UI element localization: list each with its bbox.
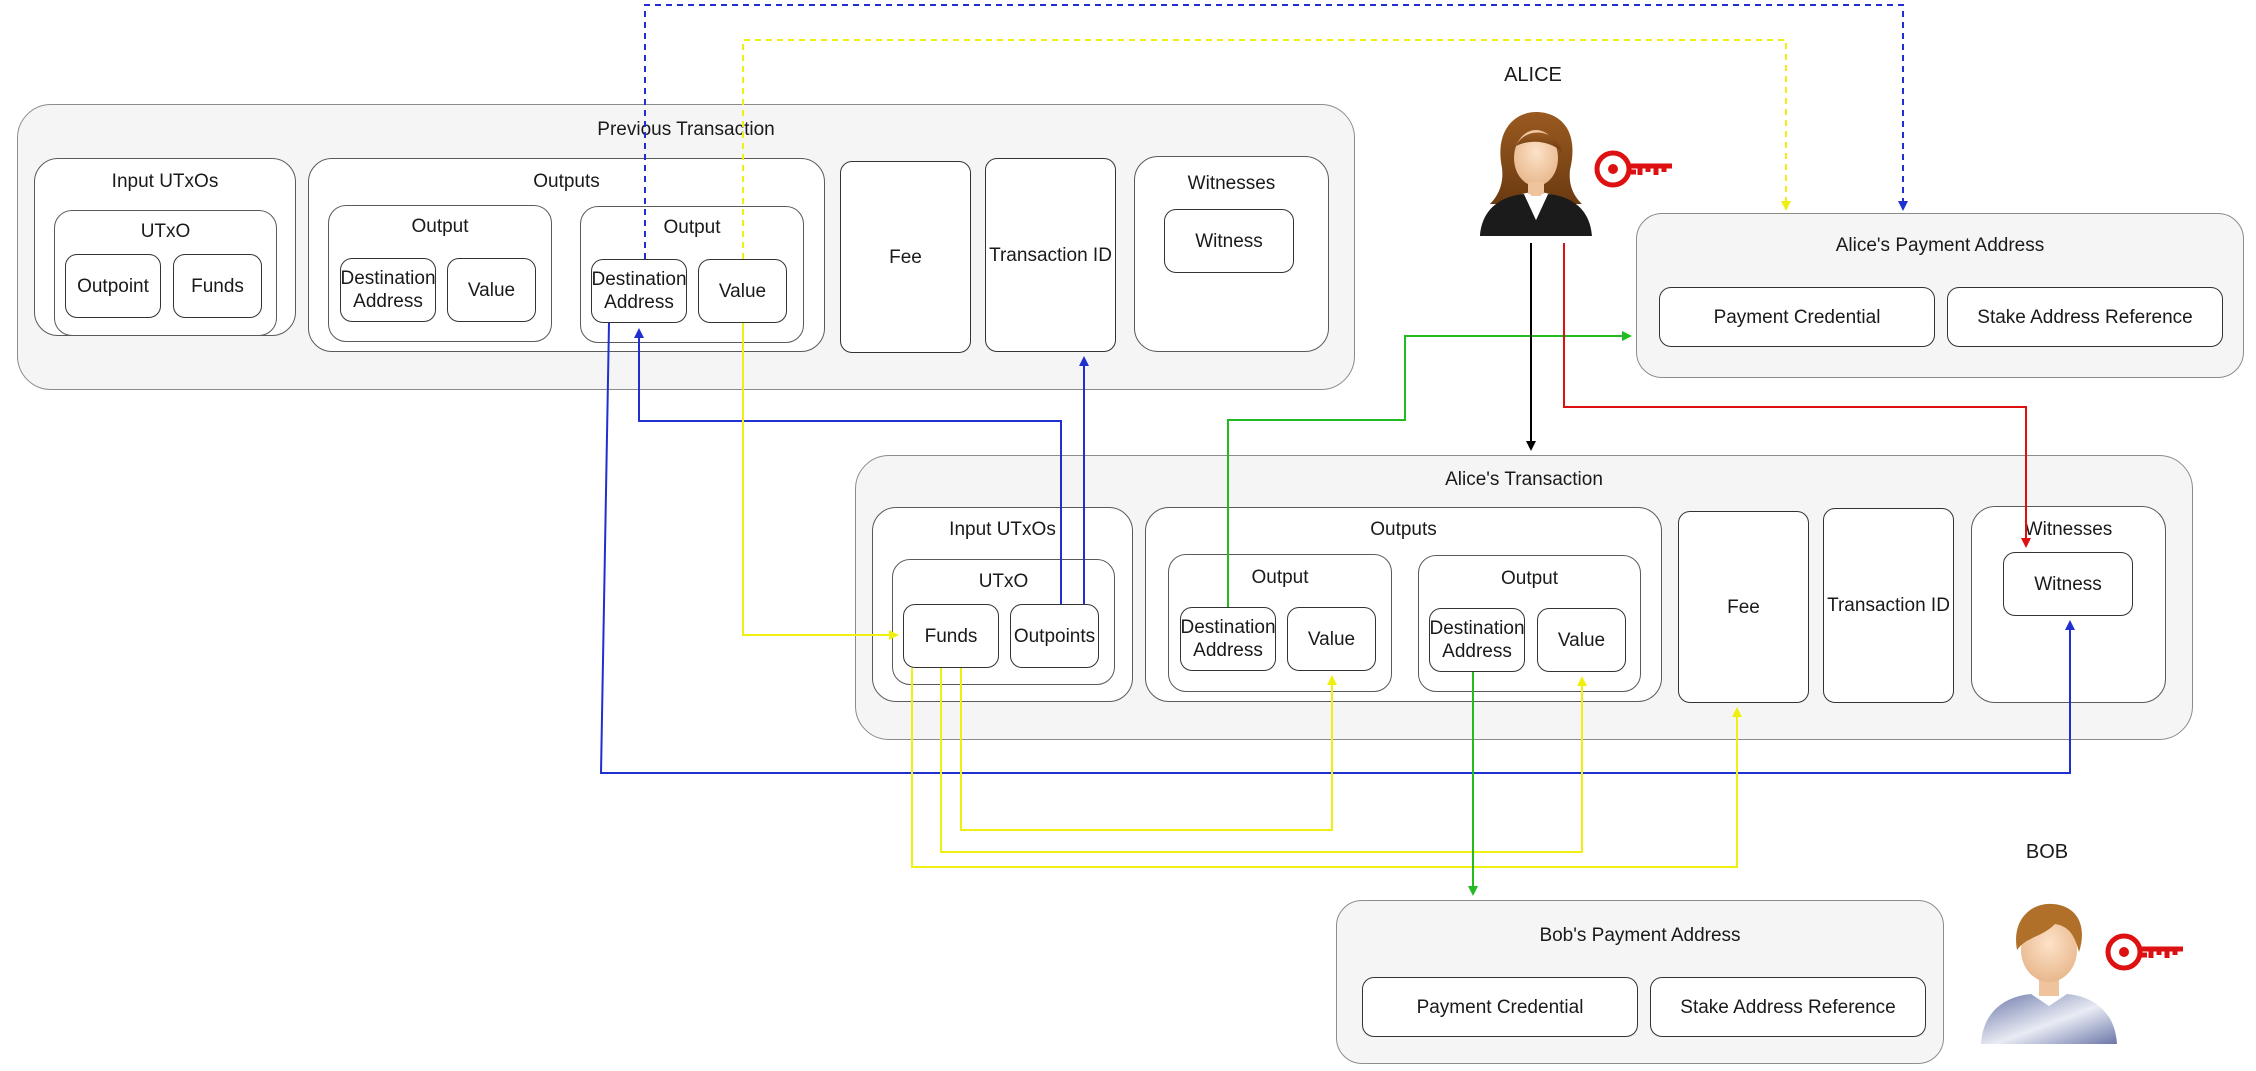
connector-blue-outpoint-destination xyxy=(634,328,1062,604)
alice-witnesses-title: Witnesses xyxy=(2024,519,2113,540)
prev-output-2-value: Value xyxy=(698,259,787,323)
alice-output-1-title: Output xyxy=(1251,567,1309,588)
connector-yellow-funds-value2 xyxy=(940,668,1587,853)
prev-transaction-id: Transaction ID xyxy=(985,158,1116,352)
bob-label: BOB xyxy=(2025,841,2069,863)
alice-utxo-title: UTxO xyxy=(978,571,1029,592)
prev-output-1-value: Value xyxy=(447,258,536,322)
alice-payment-address-title: Alice's Payment Address xyxy=(1835,235,2045,256)
alice-label: ALICE xyxy=(1504,64,1562,86)
alice-payment-credential: Payment Credential xyxy=(1659,287,1935,347)
prev-witnesses-title: Witnesses xyxy=(1187,173,1276,194)
alice-fee: Fee xyxy=(1678,511,1809,703)
alice-payment-address: Alice's Payment Address xyxy=(1636,213,2244,378)
person-female-icon xyxy=(1480,112,1592,236)
prev-fee: Fee xyxy=(840,161,971,353)
prev-output-2-destination: Destination Address xyxy=(591,259,687,323)
bob-private-key-icon xyxy=(2105,933,2183,971)
connector-yellow-value-funds xyxy=(742,323,899,640)
prev-funds: Funds xyxy=(173,254,262,318)
alice-stake-address-reference: Stake Address Reference xyxy=(1947,287,2223,347)
alice-private-key-icon xyxy=(1594,150,1672,188)
alice-input-utxos-title: Input UTxOs xyxy=(949,519,1056,540)
connector-yellow-funds-fee xyxy=(911,668,1742,868)
prev-output-1-destination: Destination Address xyxy=(340,258,436,322)
connector-blue-witness xyxy=(599,322,2075,774)
bob-payment-credential: Payment Credential xyxy=(1362,977,1638,1037)
prev-utxo-title: UTxO xyxy=(140,221,191,242)
alice-outpoints: Outpoints xyxy=(1010,604,1099,668)
bob-payment-address-title: Bob's Payment Address xyxy=(1539,925,1741,946)
prev-witness: Witness xyxy=(1164,209,1294,273)
prev-outpoint: Outpoint xyxy=(65,254,161,318)
previous-transaction-title: Previous Transaction xyxy=(597,119,775,140)
alice-output-1-destination: Destination Address xyxy=(1180,607,1276,671)
prev-output-1-title: Output xyxy=(411,216,469,237)
prev-output-2-title: Output xyxy=(663,217,721,238)
alice-output-2-title: Output xyxy=(1500,568,1559,589)
connector-dashed-blue xyxy=(644,4,1908,259)
alice-transaction-title: Alice's Transaction xyxy=(1445,469,1603,490)
connector-yellow-funds-value1 xyxy=(960,668,1337,831)
alice-output-2-destination: Destination Address xyxy=(1429,608,1525,672)
connector-dashed-yellow xyxy=(742,39,1791,259)
alice-witness: Witness xyxy=(2003,552,2133,616)
alice-output-1-value: Value xyxy=(1287,607,1376,671)
alice-transaction-id: Transaction ID xyxy=(1823,508,1954,703)
alice-funds: Funds xyxy=(903,604,999,668)
prev-input-utxos-title: Input UTxOs xyxy=(111,171,219,192)
bob-stake-address-reference: Stake Address Reference xyxy=(1650,977,1926,1037)
connector-green-alice-address xyxy=(1227,331,1632,607)
prev-outputs-title: Outputs xyxy=(533,171,600,192)
connector-red-alice-witness xyxy=(1563,243,2031,548)
person-male-icon xyxy=(1981,903,2117,1044)
alice-output-2-value: Value xyxy=(1537,608,1626,672)
alice-outputs-title: Outputs xyxy=(1370,519,1437,540)
